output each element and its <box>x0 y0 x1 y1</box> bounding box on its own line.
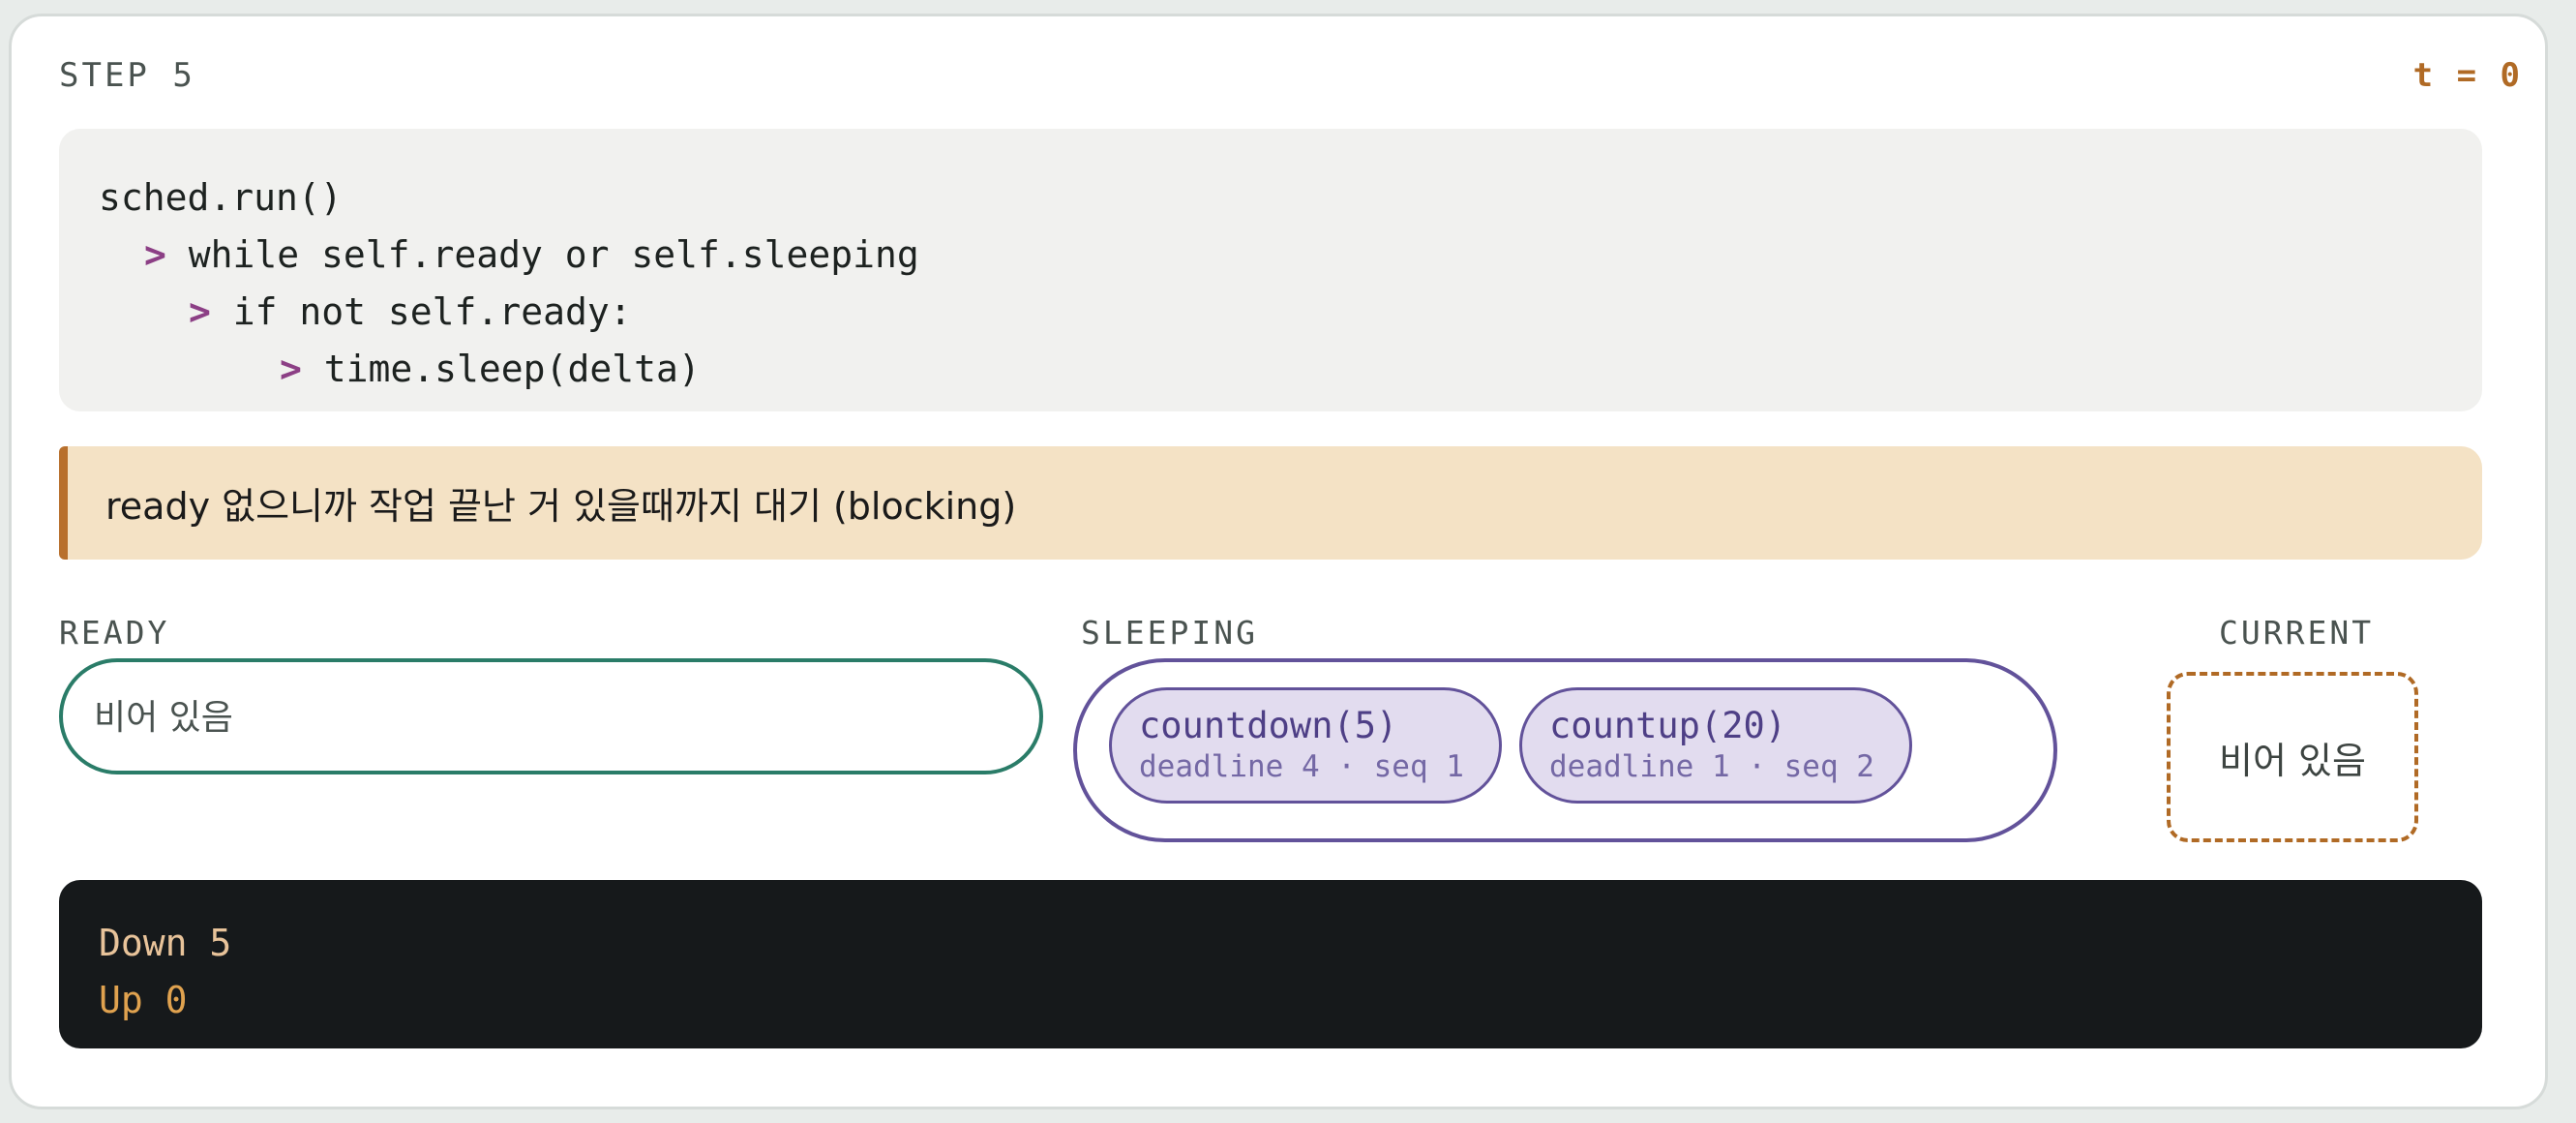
code-line: > if not self.ready: <box>99 284 2482 341</box>
sleeping-task: countup(20) deadline 1 · seq 2 <box>1519 687 1912 804</box>
task-name: countdown(5) <box>1139 705 1398 746</box>
task-meta: deadline 1 · seq 2 <box>1549 749 1874 784</box>
explanation-note: ready 없으니까 작업 끝난 거 있을때까지 대기 (blocking) <box>59 446 2482 560</box>
step-label: STEP 5 <box>59 56 195 95</box>
current-task-box: 비어 있음 <box>2167 672 2418 842</box>
code-line-text: time.sleep(delta) <box>323 348 701 390</box>
code-trace-box: sched.run() > while self.ready or self.s… <box>59 129 2482 411</box>
ready-queue: 비어 있음 <box>59 658 1043 774</box>
task-name: countup(20) <box>1549 705 1787 746</box>
time-indicator: t = 0 <box>2412 56 2522 95</box>
task-meta: deadline 4 · seq 1 <box>1139 749 1464 784</box>
sleeping-queue: countdown(5) deadline 4 · seq 1 countup(… <box>1073 658 2057 842</box>
sleeping-label: SLEEPING <box>1081 614 1258 652</box>
code-line: > time.sleep(delta) <box>99 341 2482 398</box>
code-line-text: sched.run() <box>99 176 343 219</box>
ready-empty-text: 비어 있음 <box>94 698 233 738</box>
output-line: Up 0 <box>99 979 188 1021</box>
code-line-text: while self.ready or self.sleeping <box>188 233 919 276</box>
current-empty-text: 비어 있음 <box>2219 739 2366 782</box>
arrow-icon: > <box>189 290 211 333</box>
output-line: Down 5 <box>99 922 232 964</box>
current-label: CURRENT <box>2219 614 2375 652</box>
code-line: sched.run() <box>99 169 2482 227</box>
code-line-text: if not self.ready: <box>232 290 632 333</box>
arrow-icon: > <box>144 233 166 276</box>
note-text: ready 없으니까 작업 끝난 거 있을때까지 대기 (blocking) <box>105 485 1017 528</box>
code-line: > while self.ready or self.sleeping <box>99 227 2482 284</box>
arrow-icon: > <box>280 348 302 390</box>
ready-label: READY <box>59 614 170 652</box>
output-terminal: Down 5 Up 0 <box>59 880 2482 1048</box>
sleeping-task: countdown(5) deadline 4 · seq 1 <box>1109 687 1502 804</box>
